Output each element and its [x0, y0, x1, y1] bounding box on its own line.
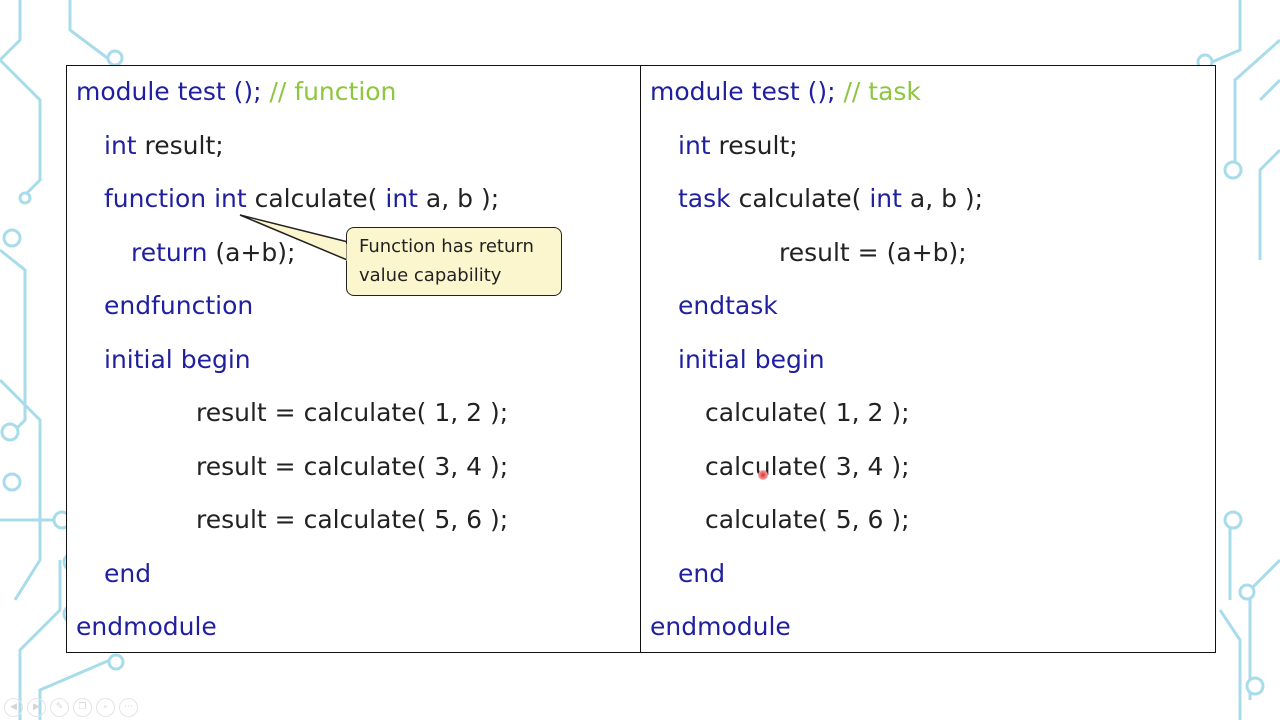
code-line: task calculate( int a, b );: [678, 184, 983, 214]
callout-line: value capability: [359, 265, 502, 286]
keyword: return: [131, 238, 208, 267]
code-line: end: [678, 559, 725, 589]
code-line: endmodule: [650, 612, 791, 642]
keyword: task: [678, 184, 731, 213]
keyword: endmodule: [650, 612, 791, 641]
keyword: end: [104, 559, 152, 588]
right-code-panel: [640, 65, 1216, 653]
keyword: endtask: [678, 291, 778, 320]
code-line: endfunction: [104, 291, 253, 321]
code-line: endtask: [678, 291, 778, 321]
keyword: endmodule: [76, 612, 217, 641]
code-line: int result;: [678, 131, 798, 161]
callout-line: Function has return: [359, 236, 534, 257]
code-line: result = (a+b);: [779, 238, 967, 267]
keyword: function int: [104, 184, 247, 213]
code-line: endmodule: [76, 612, 217, 642]
left-code-panel: [66, 65, 641, 653]
next-icon[interactable]: ▶: [27, 698, 46, 717]
keyword: endfunction: [104, 291, 254, 320]
keyword: int: [678, 131, 711, 160]
code-line: module test (); // function: [76, 77, 396, 107]
code-line: initial begin: [104, 345, 251, 375]
code-comment: // function: [269, 77, 397, 106]
prev-icon[interactable]: ◀: [4, 698, 23, 717]
code-line: end: [104, 559, 151, 589]
copy-icon[interactable]: ❐: [73, 698, 92, 717]
keyword: int: [104, 131, 137, 160]
code-line: function int calculate( int a, b );: [104, 184, 499, 214]
pen-icon[interactable]: ✎: [50, 698, 69, 717]
code-line: return (a+b);: [131, 238, 295, 268]
keyword: module: [76, 77, 170, 106]
code-comment: // task: [843, 77, 921, 106]
code-line: calculate( 5, 6 );: [705, 505, 910, 534]
code-text: calculate(: [730, 184, 870, 213]
keyword: int: [869, 184, 902, 213]
code-text: test ();: [743, 77, 844, 106]
code-text: result;: [136, 131, 224, 160]
code-text: test ();: [169, 77, 270, 106]
keyword: initial begin: [104, 345, 251, 374]
keyword: module: [650, 77, 744, 106]
code-text: calculate(: [246, 184, 386, 213]
code-line: module test (); // task: [650, 77, 921, 107]
zoom-icon[interactable]: ⌕: [96, 698, 115, 717]
code-line: result = calculate( 1, 2 );: [196, 398, 509, 427]
keyword: initial begin: [678, 345, 825, 374]
code-line: calculate( 1, 2 );: [705, 398, 910, 427]
keyword: end: [678, 559, 726, 588]
code-text: (a+b);: [207, 238, 296, 267]
presentation-toolbar: ◀ ▶ ✎ ❐ ⌕ ⋯: [4, 698, 138, 717]
code-text: a, b );: [417, 184, 500, 213]
callout-box: Function has return value capability: [346, 227, 562, 296]
code-line: result = calculate( 5, 6 );: [196, 505, 509, 534]
more-icon[interactable]: ⋯: [119, 698, 138, 717]
code-line: int result;: [104, 131, 224, 161]
code-line: initial begin: [678, 345, 825, 375]
laser-pointer-icon: [758, 470, 768, 480]
code-line: calculate( 3, 4 );: [705, 452, 910, 481]
code-line: result = calculate( 3, 4 );: [196, 452, 509, 481]
code-text: a, b );: [901, 184, 984, 213]
keyword: int: [385, 184, 418, 213]
code-text: result;: [710, 131, 798, 160]
